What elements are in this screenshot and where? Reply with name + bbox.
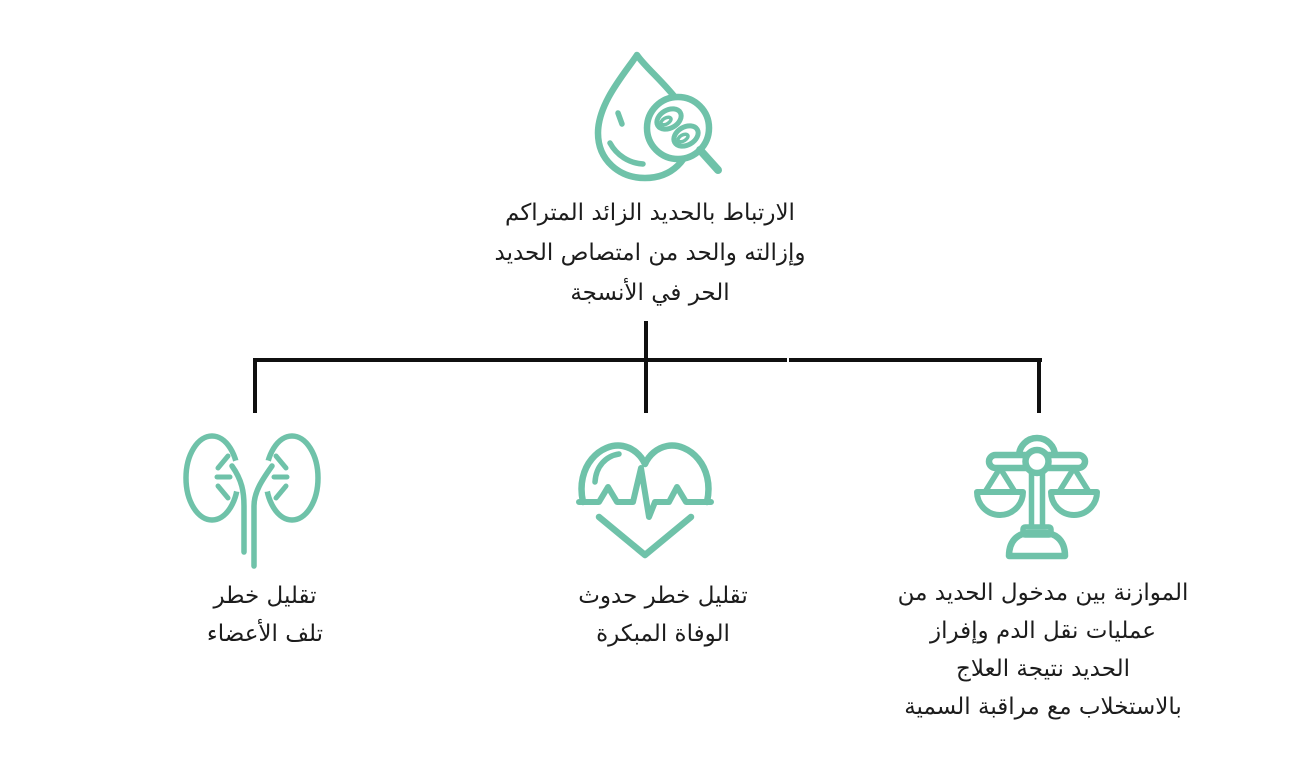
connector-branch-left [253, 358, 257, 413]
balance-line-4: بالاستخلاب مع مراقبة السمية [904, 694, 1182, 720]
blood-drop-magnifier-icon [594, 51, 722, 182]
connector-horizontal-right [789, 358, 1042, 362]
death-line-1: تقليل خطر حدوث [578, 583, 748, 609]
heart-ecg-icon [576, 442, 714, 559]
connector-horizontal-left [253, 358, 787, 362]
balance-line-1: الموازنة بين مدخول الحديد من [897, 580, 1189, 606]
connector-stem [644, 321, 648, 413]
death-line-2: الوفاة المبكرة [596, 621, 730, 647]
balance-scale-icon [974, 434, 1100, 560]
branch-label-early-death: تقليل خطر حدوث الوفاة المبكرة [548, 577, 778, 653]
branch-label-iron-balance: الموازنة بين مدخول الحديد من عمليات نقل … [893, 574, 1193, 726]
branch-label-organ-damage: تقليل خطر تلف الأعضاء [155, 577, 375, 653]
root-line-2: وإزالته والحد من امتصاص الحديد [494, 240, 806, 266]
organ-line-1: تقليل خطر [213, 583, 317, 609]
root-line-1: الارتباط بالحديد الزائد المتراكم [505, 200, 795, 226]
connector-branch-right [1037, 358, 1041, 413]
balance-line-2: عمليات نقل الدم وإفراز [929, 618, 1156, 644]
root-description: الارتباط بالحديد الزائد المتراكم وإزالته… [440, 193, 860, 313]
organ-line-2: تلف الأعضاء [206, 621, 324, 647]
root-line-3: الحر في الأنسجة [570, 280, 730, 306]
kidneys-icon [183, 433, 321, 569]
balance-line-3: الحديد نتيجة العلاج [956, 656, 1130, 682]
